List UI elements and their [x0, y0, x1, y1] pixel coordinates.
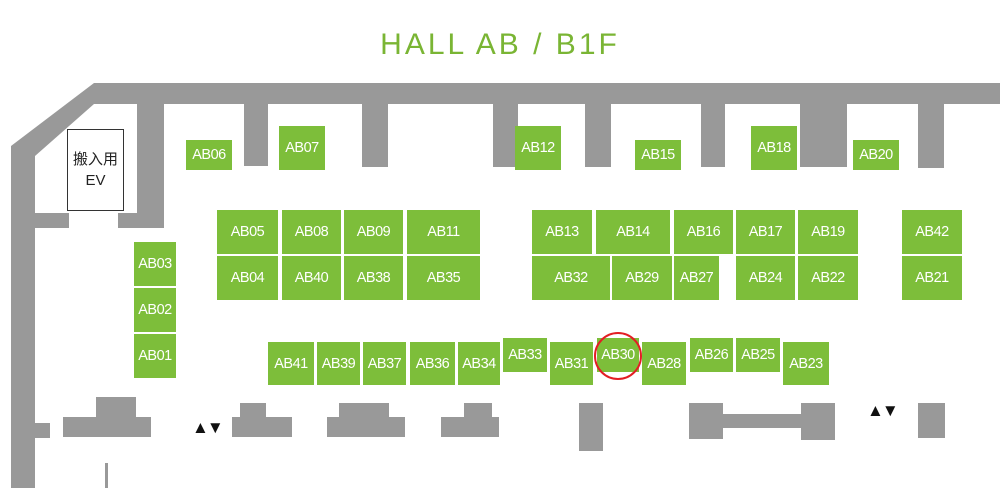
wall-segment: [339, 403, 389, 437]
wall-segment: [244, 83, 268, 166]
booth-ab06[interactable]: AB06: [186, 140, 232, 170]
wall-segment: [493, 83, 518, 167]
wall-segment: [105, 463, 108, 488]
booth-ab35[interactable]: AB35: [407, 256, 480, 300]
wall-segment: [918, 403, 945, 438]
wall-segment: [701, 83, 725, 167]
booth-ab29[interactable]: AB29: [612, 256, 672, 300]
booth-ab37[interactable]: AB37: [363, 342, 406, 385]
wall-segment: [801, 403, 835, 440]
booth-ab41[interactable]: AB41: [268, 342, 314, 385]
booth-ab16[interactable]: AB16: [674, 210, 733, 254]
booth-ab39[interactable]: AB39: [317, 342, 360, 385]
booth-ab01[interactable]: AB01: [134, 334, 176, 378]
booth-ab22[interactable]: AB22: [798, 256, 858, 300]
booth-ab26[interactable]: AB26: [690, 338, 733, 372]
wall-segment: [240, 403, 266, 437]
booth-ab40[interactable]: AB40: [282, 256, 341, 300]
wall-segment: [723, 414, 801, 428]
booth-ab24[interactable]: AB24: [736, 256, 795, 300]
cargo-elevator-ev: EV: [85, 172, 106, 189]
booth-ab27[interactable]: AB27: [674, 256, 719, 300]
wall-segment: [96, 397, 136, 437]
wall-segment: [35, 423, 50, 438]
booth-ab13[interactable]: AB13: [532, 210, 592, 254]
booth-ab23[interactable]: AB23: [783, 342, 829, 385]
wall-segment: [464, 403, 492, 437]
booth-ab09[interactable]: AB09: [344, 210, 403, 254]
booth-ab38[interactable]: AB38: [344, 256, 403, 300]
booth-ab14[interactable]: AB14: [596, 210, 670, 254]
booth-ab08[interactable]: AB08: [282, 210, 341, 254]
wall-segment: [11, 213, 35, 488]
booth-ab32[interactable]: AB32: [532, 256, 610, 300]
booth-ab25[interactable]: AB25: [736, 338, 780, 372]
wall-segment: [579, 403, 603, 451]
wall-segment: [585, 83, 611, 167]
booth-ab18[interactable]: AB18: [751, 126, 797, 170]
booth-ab03[interactable]: AB03: [134, 242, 176, 286]
booth-ab04[interactable]: AB04: [217, 256, 278, 300]
booth-ab07[interactable]: AB07: [279, 126, 325, 170]
cargo-elevator-label: 搬入用: [72, 151, 118, 168]
booth-ab28[interactable]: AB28: [642, 342, 686, 385]
wall-segment: [137, 83, 164, 223]
hall-title: HALL AB / B1F: [380, 28, 620, 61]
booth-ab36[interactable]: AB36: [410, 342, 455, 385]
wall-segment: [94, 83, 1000, 104]
wall-segment: [918, 83, 944, 168]
booth-ab30[interactable]: AB30: [597, 338, 639, 372]
wall-segment: [800, 83, 847, 167]
elevator-up-down-icon: ▲▼: [192, 418, 224, 437]
booth-ab11[interactable]: AB11: [407, 210, 480, 254]
wall-segment: [689, 403, 723, 439]
booth-ab02[interactable]: AB02: [134, 288, 176, 332]
wall-diagonal: [11, 83, 94, 228]
booth-ab21[interactable]: AB21: [902, 256, 962, 300]
booth-ab42[interactable]: AB42: [902, 210, 962, 254]
wall-segment: [362, 83, 388, 167]
booth-ab05[interactable]: AB05: [217, 210, 278, 254]
booth-ab12[interactable]: AB12: [515, 126, 561, 170]
booth-ab34[interactable]: AB34: [458, 342, 500, 385]
cargo-elevator: 搬入用 EV: [67, 129, 124, 211]
wall-segment: [118, 213, 164, 228]
booth-ab20[interactable]: AB20: [853, 140, 899, 170]
booth-ab33[interactable]: AB33: [503, 338, 547, 372]
booth-ab17[interactable]: AB17: [736, 210, 795, 254]
booth-ab15[interactable]: AB15: [635, 140, 681, 170]
booth-ab19[interactable]: AB19: [798, 210, 858, 254]
elevator-up-down-icon: ▲▼: [867, 401, 899, 420]
booth-ab31[interactable]: AB31: [550, 342, 593, 385]
